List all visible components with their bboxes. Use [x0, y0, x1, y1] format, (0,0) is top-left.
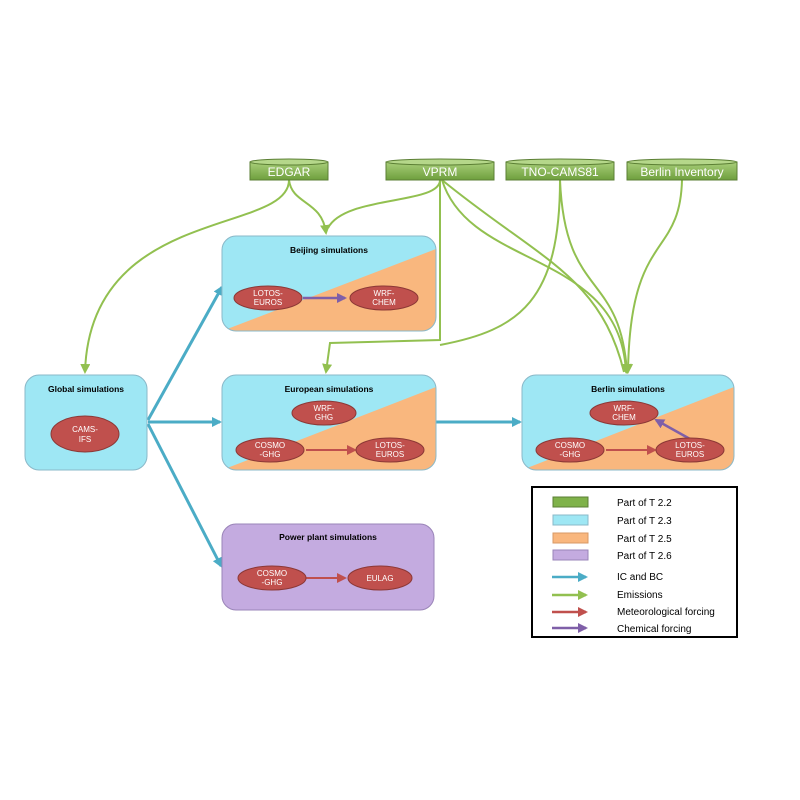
- model-cams-ifs: CAMS- IFS: [50, 415, 120, 453]
- box-title: Beijing simulations: [290, 245, 368, 255]
- svg-text:WRF-: WRF-: [314, 404, 335, 413]
- arrow-vprm-to-european: [322, 180, 441, 374]
- model-lotos-euros: LOTOS- EUROS: [655, 437, 725, 463]
- svg-text:Chemical forcing: Chemical forcing: [617, 624, 691, 635]
- legend-arrow-emissions: Emissions: [552, 590, 663, 601]
- svg-text:LOTOS-: LOTOS-: [253, 289, 283, 298]
- model-cosmo-ghg: COSMO -GHG: [535, 437, 605, 463]
- svg-text:Emissions: Emissions: [617, 590, 663, 601]
- model-lotos-euros: LOTOS- EUROS: [355, 437, 425, 463]
- model-wrf-ghg: WRF- GHG: [291, 400, 357, 426]
- svg-text:-GHG: -GHG: [262, 578, 283, 587]
- arrow-global-to-beijing: [146, 285, 224, 421]
- legend-item-t23: Part of T 2.3: [552, 514, 672, 527]
- source-label: TNO-CAMS81: [521, 165, 599, 179]
- svg-text:LOTOS-: LOTOS-: [675, 441, 705, 450]
- svg-text:EUROS: EUROS: [676, 450, 704, 459]
- legend-arrow-chemical-forcing: Chemical forcing: [552, 623, 691, 635]
- source-label: EDGAR: [268, 165, 311, 179]
- svg-text:COSMO: COSMO: [555, 441, 585, 450]
- arrow-chem-forcing-berlin: [654, 418, 691, 441]
- svg-text:LOTOS-: LOTOS-: [375, 441, 405, 450]
- model-eulag: EULAG: [347, 565, 413, 591]
- svg-text:Part of T 2.5: Part of T 2.5: [617, 534, 672, 545]
- svg-text:COSMO: COSMO: [255, 441, 285, 450]
- svg-text:CHEM: CHEM: [612, 413, 636, 422]
- arrow-tno-to-berlin: [559, 179, 632, 374]
- arrow-vprm-to-berlin-2: [441, 179, 625, 373]
- svg-text:-GHG: -GHG: [260, 450, 281, 459]
- box-beijing-simulations: Beijing simulations LOTOS- EUROS WRF- CH…: [221, 235, 437, 332]
- model-lotos-euros: LOTOS- EUROS: [233, 285, 303, 311]
- svg-text:Meteorological forcing: Meteorological forcing: [617, 607, 715, 618]
- svg-text:IFS: IFS: [79, 435, 91, 444]
- legend-item-t22: Part of T 2.2: [552, 496, 672, 509]
- box-title: Global simulations: [48, 384, 124, 394]
- model-wrf-chem: WRF- CHEM: [349, 285, 419, 311]
- svg-text:Part of T 2.6: Part of T 2.6: [617, 551, 672, 562]
- model-cosmo-ghg: COSMO -GHG: [237, 565, 307, 591]
- legend-item-t25: Part of T 2.5: [552, 532, 672, 545]
- svg-text:Part of T 2.2: Part of T 2.2: [617, 498, 672, 509]
- arrow-vprm-to-beijing: [327, 179, 441, 229]
- box-berlin-simulations: Berlin simulations WRF- CHEM COSMO -GHG …: [521, 374, 735, 471]
- legend-item-t26: Part of T 2.6: [552, 549, 672, 562]
- arrow-edgar-to-beijing: [288, 179, 330, 235]
- svg-text:Part of T 2.3: Part of T 2.3: [617, 516, 672, 527]
- box-title: European simulations: [285, 384, 374, 394]
- source-edgar: EDGAR: [249, 158, 329, 181]
- arrow-inventory-to-berlin: [623, 179, 683, 374]
- arrow-tno-to-european: [439, 179, 561, 346]
- box-global-simulations: Global simulations CAMS- IFS: [24, 374, 148, 471]
- legend-arrow-meteorological-forcing: Meteorological forcing: [552, 607, 715, 618]
- box-european-simulations: European simulations WRF- GHG COSMO -GHG…: [221, 374, 437, 471]
- svg-text:CHEM: CHEM: [372, 298, 396, 307]
- model-wrf-chem: WRF- CHEM: [589, 400, 659, 426]
- source-vprm: VPRM: [385, 158, 495, 181]
- svg-text:CAMS-: CAMS-: [72, 425, 98, 434]
- svg-text:-GHG: -GHG: [560, 450, 581, 459]
- box-title: Berlin simulations: [591, 384, 665, 394]
- svg-text:IC and BC: IC and BC: [617, 572, 663, 583]
- source-label: Berlin Inventory: [640, 165, 723, 179]
- svg-text:COSMO: COSMO: [257, 569, 287, 578]
- source-tno-cams81: TNO-CAMS81: [505, 158, 615, 181]
- source-berlin-inventory: Berlin Inventory: [626, 158, 738, 181]
- source-label: VPRM: [423, 165, 458, 179]
- box-power-plant-simulations: Power plant simulations COSMO -GHG EULAG: [221, 523, 435, 611]
- svg-text:WRF-: WRF-: [614, 404, 635, 413]
- box-title: Power plant simulations: [279, 532, 377, 542]
- svg-text:EULAG: EULAG: [366, 574, 393, 583]
- svg-text:EUROS: EUROS: [254, 298, 282, 307]
- arrow-vprm-to-berlin-1: [441, 179, 631, 374]
- svg-text:EUROS: EUROS: [376, 450, 404, 459]
- legend-arrow-ic-bc: IC and BC: [552, 572, 663, 583]
- svg-text:GHG: GHG: [315, 413, 333, 422]
- model-cosmo-ghg: COSMO -GHG: [235, 437, 305, 463]
- arrow-edgar-to-global: [80, 179, 290, 374]
- emission-arrows: [80, 179, 683, 374]
- arrow-global-to-powerplant: [146, 423, 223, 568]
- icbc-arrows: [146, 285, 522, 568]
- legend: Part of T 2.2 Part of T 2.3 Part of T 2.…: [531, 486, 738, 638]
- svg-text:WRF-: WRF-: [374, 289, 395, 298]
